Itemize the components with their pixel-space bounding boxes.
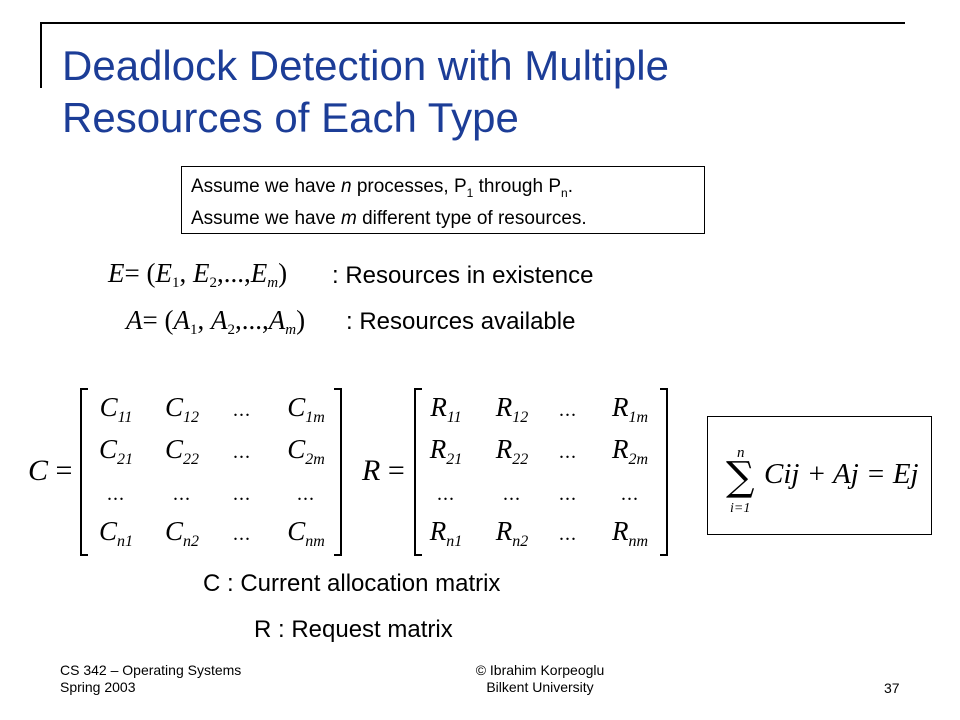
matrix-c-cell: Cn2 bbox=[164, 516, 199, 550]
footer-left: CS 342 – Operating Systems Spring 2003 bbox=[60, 662, 241, 696]
matrix-c-right-bracket bbox=[334, 388, 342, 556]
assumption-line-2: Assume we have m different type of resou… bbox=[191, 207, 587, 229]
sigma-symbol: ∑ bbox=[726, 454, 755, 500]
matrix-c-cell: C12 bbox=[164, 392, 199, 426]
matrix-r-cell: ... bbox=[559, 441, 577, 463]
matrix-r-right-bracket bbox=[660, 388, 668, 556]
title-line-1: Deadlock Detection with Multiple bbox=[62, 42, 669, 89]
slide-title: Deadlock Detection with Multiple Resourc… bbox=[62, 40, 669, 144]
matrix-r-left-bracket bbox=[414, 388, 422, 556]
matrix-r-cell: R11 bbox=[430, 392, 462, 426]
matrix-r-cell: ... bbox=[437, 483, 455, 505]
title-line-2: Resources of Each Type bbox=[62, 94, 519, 141]
matrix-c-cell: C11 bbox=[99, 392, 133, 426]
matrix-c-cell: ... bbox=[297, 483, 315, 505]
matrix-r-cell: Rn2 bbox=[495, 516, 529, 550]
matrix-r-cell: Rn1 bbox=[429, 516, 463, 550]
matrix-r-cell: ... bbox=[559, 399, 577, 421]
matrix-r-cell: R21 bbox=[429, 434, 463, 468]
assumption-line-1: Assume we have n processes, P1 through P… bbox=[191, 176, 573, 200]
footer-term: Spring 2003 bbox=[60, 679, 136, 695]
matrix-r-cell: Rnm bbox=[611, 516, 649, 550]
sum-formula-box: n ∑ i=1 Cij + Aj = Ej bbox=[707, 416, 932, 535]
matrix-c-cell: C21 bbox=[98, 434, 133, 468]
matrix-c-cell: C22 bbox=[164, 434, 199, 468]
footer-university: Bilkent University bbox=[486, 679, 594, 695]
matrix-c-cell: ... bbox=[107, 483, 125, 505]
matrix-r-label: R = bbox=[362, 454, 405, 487]
available-description: : Resources available bbox=[346, 308, 576, 335]
matrix-c-label: C = bbox=[28, 454, 73, 487]
matrix-r-cell: R1m bbox=[611, 392, 649, 426]
matrix-r-cell: ... bbox=[503, 483, 521, 505]
sum-lower-limit: i=1 bbox=[730, 501, 751, 516]
matrix-c-cell: Cnm bbox=[287, 516, 325, 550]
matrix-r-cell: R2m bbox=[611, 434, 649, 468]
matrix-c-cell: ... bbox=[233, 441, 251, 463]
matrix-c-cell: Cn1 bbox=[98, 516, 133, 550]
matrix-c-caption: C : Current allocation matrix bbox=[203, 570, 501, 597]
matrix-c-cell: ... bbox=[233, 483, 251, 505]
existence-vector: E= (E1, E2,...,Em) bbox=[108, 258, 288, 291]
matrix-r-cell: ... bbox=[559, 523, 577, 545]
matrix-c-left-bracket bbox=[80, 388, 88, 556]
matrix-r-cell: R22 bbox=[495, 434, 529, 468]
assumption-box: Assume we have n processes, P1 through P… bbox=[181, 166, 705, 234]
matrix-c-cell: ... bbox=[233, 523, 251, 545]
matrix-c-cell: ... bbox=[233, 399, 251, 421]
existence-description: : Resources in existence bbox=[332, 262, 594, 289]
matrix-r-caption: R : Request matrix bbox=[254, 616, 453, 643]
matrix-c-cell: C1m bbox=[287, 392, 325, 426]
matrix-c-cell: C2m bbox=[287, 434, 325, 468]
footer-copyright: © Ibrahim Korpeoglu bbox=[475, 662, 605, 678]
sum-upper-limit: n bbox=[737, 445, 745, 461]
top-frame-line bbox=[40, 22, 905, 24]
matrix-r-cell: ... bbox=[559, 483, 577, 505]
matrix-c-cell: ... bbox=[173, 483, 191, 505]
page-number: 37 bbox=[884, 680, 900, 696]
matrix-r-cell: R12 bbox=[495, 392, 529, 426]
footer-course: CS 342 – Operating Systems bbox=[60, 662, 242, 678]
matrix-r-cell: ... bbox=[621, 483, 639, 505]
sum-expression: Cij + Aj = Ej bbox=[764, 458, 919, 490]
available-vector: A= (A1, A2,...,Am) bbox=[126, 305, 306, 338]
footer-center: © Ibrahim Korpeoglu Bilkent University bbox=[460, 662, 620, 696]
left-frame-line bbox=[40, 22, 42, 88]
